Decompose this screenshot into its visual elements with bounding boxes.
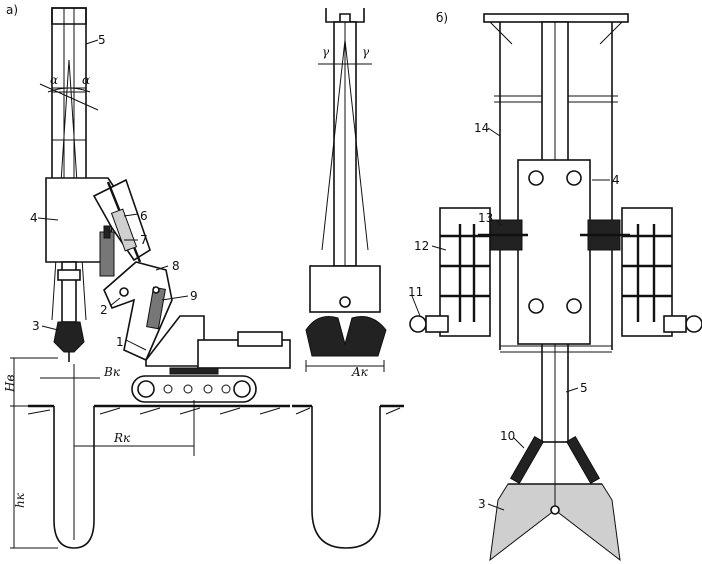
panel-b-head-detail: б) (408, 11, 702, 562)
callout-b-3: 3 (478, 497, 486, 511)
gamma-left-label: γ (322, 45, 330, 59)
callout-a-9: 9 (190, 289, 198, 303)
panel-b-label: б) (436, 11, 448, 25)
callout-a-5: 5 (98, 33, 106, 47)
callout-a-1: 1 (116, 335, 124, 349)
callout-a-7: 7 (140, 233, 148, 247)
dimensions-panel-a: Hв hк Bк Rк (3, 357, 194, 549)
dim-bk-label: Bк (103, 365, 121, 379)
callout-b-13: 13 (478, 211, 493, 225)
callout-b-11: 11 (408, 285, 423, 299)
callout-b-12: 12 (414, 239, 429, 253)
ground-and-borehole (27, 364, 290, 549)
callout-b-14: 14 (474, 121, 489, 135)
panel-a-front-view: γ γ Aк (292, 8, 404, 549)
alpha-right-label: α (82, 73, 90, 87)
callout-a-4: 4 (30, 211, 38, 225)
panel-a-side-view: а) (3, 3, 291, 549)
dim-hv-label: Hв (3, 375, 17, 393)
dim-ak-label: Aк (351, 365, 369, 379)
callout-b-10: 10 (500, 429, 515, 443)
callout-a-8: 8 (172, 259, 180, 273)
callout-a-3: 3 (32, 319, 40, 333)
callout-b-4: 4 (612, 173, 620, 187)
bucket (53, 321, 85, 362)
mast (51, 7, 87, 181)
callout-a-2: 2 (100, 303, 108, 317)
drill-string (57, 261, 81, 323)
dim-hk-label: hк (13, 492, 27, 508)
dim-rk-label: Rк (113, 431, 131, 445)
panel-a-label: а) (6, 3, 18, 17)
leader-lines-b (411, 127, 610, 511)
leader-lines-a (37, 39, 189, 351)
callout-a-6: 6 (140, 209, 148, 223)
alpha-left-label: α (50, 73, 58, 87)
callout-b-5: 5 (580, 381, 588, 395)
gamma-right-label: γ (362, 45, 370, 59)
